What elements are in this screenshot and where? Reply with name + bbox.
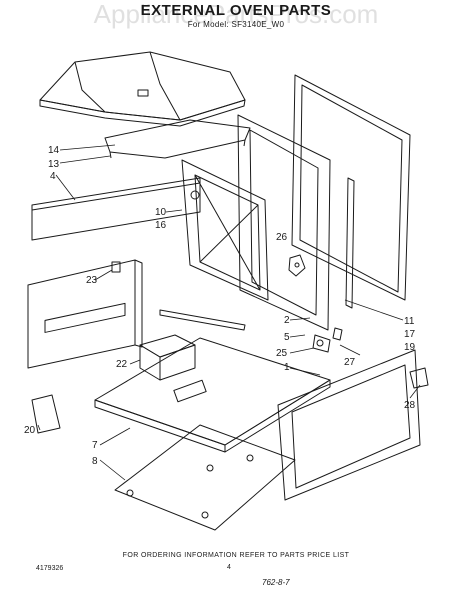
callout-1: 1 (284, 362, 290, 373)
revision-code: 762-8-7 (262, 578, 290, 587)
door-trim-strip (345, 177, 355, 309)
oven-door-frame (237, 114, 331, 331)
callout-14: 14 (48, 145, 60, 156)
callout-16: 16 (155, 220, 167, 231)
oven-door (277, 349, 421, 501)
callout-4: 4 (50, 171, 56, 182)
door-handle (409, 367, 429, 389)
back-panel (27, 259, 143, 369)
base-kick-panel (31, 394, 61, 434)
document-number: 4179326 (36, 565, 64, 572)
callout-8: 8 (92, 456, 98, 467)
callout-labels: 14 13 4 10 16 23 26 2 5 25 27 1 11 17 19… (24, 145, 416, 467)
callout-26: 26 (276, 232, 288, 243)
callout-11: 11 (404, 316, 415, 327)
watermark: AppliancePartsPros.com (93, 0, 379, 29)
side-panel (31, 177, 201, 241)
latch-assembly (312, 327, 343, 353)
oven-floor (114, 424, 296, 531)
callout-28: 28 (404, 400, 416, 411)
side-trim (159, 309, 246, 331)
hinge-bracket (288, 254, 306, 277)
callout-27: 27 (344, 357, 356, 368)
outer-door-panel (291, 74, 411, 301)
callout-17: 17 (404, 329, 416, 340)
callout-20: 20 (24, 425, 36, 436)
model-subtitle: For Model: SF3140E_W0 (187, 20, 285, 29)
callout-2: 2 (284, 315, 290, 326)
ordering-note: FOR ORDERING INFORMATION REFER TO PARTS … (122, 552, 350, 559)
callout-19: 19 (404, 342, 416, 353)
callout-7: 7 (92, 440, 98, 451)
oven-liner-panel (181, 159, 269, 301)
callout-22: 22 (116, 359, 128, 370)
page-number: 4 (227, 564, 231, 571)
top-panel (39, 51, 246, 127)
callout-10: 10 (155, 207, 167, 218)
front-frame-strip (104, 119, 251, 159)
bottom-panel (94, 337, 331, 453)
callout-23: 23 (86, 275, 98, 286)
callout-13: 13 (48, 159, 60, 170)
page-title: EXTERNAL OVEN PARTS (140, 2, 332, 19)
callout-5: 5 (284, 332, 290, 343)
callout-25: 25 (276, 348, 288, 359)
leader-lines (37, 144, 421, 481)
